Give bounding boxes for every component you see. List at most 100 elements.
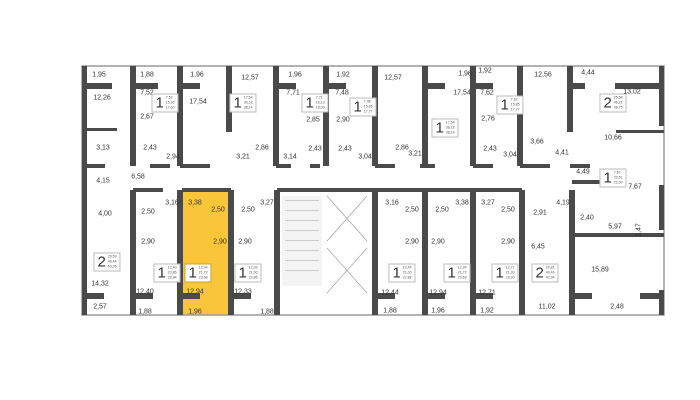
room-area-label: 12,44 xyxy=(381,289,399,297)
wall xyxy=(177,190,183,315)
room-area-label: 1,96 xyxy=(188,308,202,316)
area-living: 12,33 xyxy=(248,265,258,270)
room-area-label: 2,90 xyxy=(501,238,515,246)
stair-step xyxy=(285,200,319,201)
stair-step xyxy=(285,230,319,231)
room-area-label: 5,97 xyxy=(608,223,622,231)
room-area-label: 2,76 xyxy=(481,115,495,123)
wall xyxy=(130,66,136,166)
room-area-label: 3,16 xyxy=(165,199,179,207)
wall xyxy=(615,83,664,89)
room-area-label: 2,43 xyxy=(483,145,497,153)
area-living: 7,52 xyxy=(165,95,173,100)
room-area-label: 2,48 xyxy=(610,303,624,311)
area-living: 20,81 xyxy=(545,265,555,270)
wall xyxy=(133,188,163,192)
area-total: 36,18 xyxy=(243,100,253,105)
area-area: 23,30 xyxy=(505,275,515,280)
room-area-label: 3,13 xyxy=(96,144,110,152)
room-area-label: 12,94 xyxy=(429,289,447,297)
room-area-label: 12,56 xyxy=(534,71,552,79)
area-living: 25,58 xyxy=(613,95,623,100)
area-living: 12,94 xyxy=(457,265,467,270)
wall xyxy=(569,190,575,315)
room-count: 1 xyxy=(188,264,197,282)
area-total: 21,72 xyxy=(457,270,467,275)
area-total: 20,51 xyxy=(613,175,623,180)
room-area-label: 2,50 xyxy=(435,206,449,214)
area-total: 15,85 xyxy=(363,104,373,109)
wall xyxy=(180,164,210,168)
area-total: 46,44 xyxy=(107,259,117,264)
wall xyxy=(323,66,329,166)
room-area-label: 1,96 xyxy=(288,71,302,79)
elevator-cross xyxy=(326,195,368,242)
room-area-label: 10,66 xyxy=(604,134,622,142)
room-area-label: 7,67 xyxy=(628,183,642,191)
room-area-label: 3,38 xyxy=(455,199,469,207)
room-area-label: 1,88 xyxy=(383,307,397,315)
room-count: 2 xyxy=(97,253,106,271)
room-area-label: 17,54 xyxy=(453,89,471,97)
wall xyxy=(82,293,104,299)
room-area-label: 2,50 xyxy=(241,206,255,214)
room-area-label: 3,66 xyxy=(530,138,544,146)
wall xyxy=(616,130,664,133)
wall xyxy=(276,164,291,168)
area-total: 21,72 xyxy=(198,270,208,275)
area-total: 36,18 xyxy=(445,125,455,130)
room-area-label: 4,41 xyxy=(555,149,569,157)
room-area-label: 2,43 xyxy=(338,145,352,153)
area-total: 15,85 xyxy=(510,102,520,107)
room-area-label: 4,00 xyxy=(98,210,112,218)
room-area-label: 2,57 xyxy=(93,303,107,311)
room-area-label: 2,40 xyxy=(580,214,594,222)
wall xyxy=(82,83,112,89)
room-count: 1 xyxy=(500,96,509,114)
room-area-label: 12,57 xyxy=(384,74,402,82)
room-area-label: 12,94 xyxy=(186,288,204,296)
room-area-label: 1,95 xyxy=(92,71,106,79)
room-area-label: 6,58 xyxy=(131,173,145,181)
wall xyxy=(180,293,200,299)
area-living: 12,71 xyxy=(505,265,515,270)
area-area: 17,77 xyxy=(510,107,520,112)
room-area-label: 11,02 xyxy=(538,303,556,311)
wall xyxy=(473,83,493,89)
wall xyxy=(133,293,153,299)
wall xyxy=(572,293,592,299)
room-area-label: 12,33 xyxy=(234,288,252,296)
wall xyxy=(231,293,251,299)
wall xyxy=(572,233,664,237)
stair-step xyxy=(285,220,319,221)
room-area-label: 2,90 xyxy=(431,238,445,246)
area-area: 22,86 xyxy=(248,275,258,280)
area-living: 7,71 xyxy=(315,95,323,100)
room-count: 1 xyxy=(305,94,314,112)
room-count: 1 xyxy=(447,264,456,282)
room-area-label: 2,67 xyxy=(140,113,154,121)
wall xyxy=(659,290,664,315)
wall xyxy=(640,293,664,299)
area-living: 17,54 xyxy=(445,120,455,125)
